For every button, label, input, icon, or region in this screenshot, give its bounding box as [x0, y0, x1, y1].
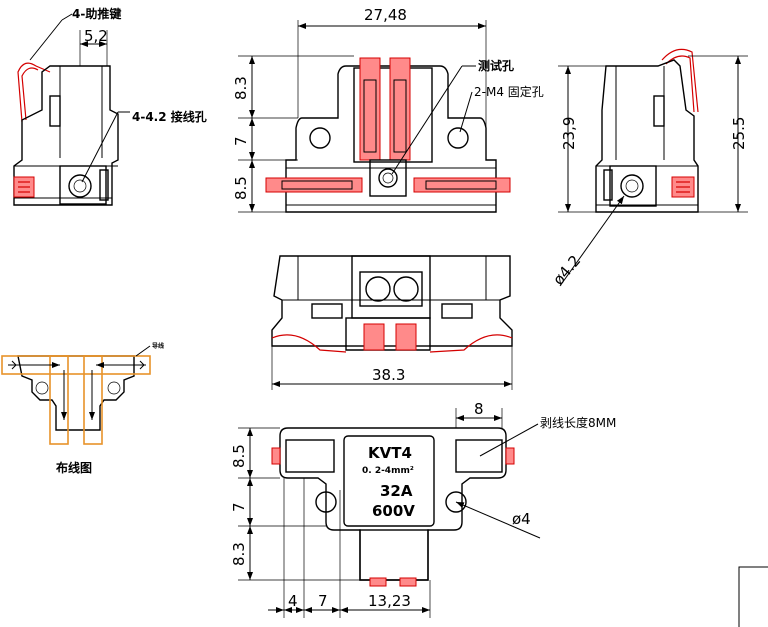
top-view: KVT4 0. 2-4mm² 32A 600V 8 剥线长度8MM 8.5 7 …	[230, 400, 616, 618]
wiring-diagram: 导线 布线图	[1, 342, 164, 475]
dim-right-25-5: 25.5	[730, 117, 748, 150]
dim-top-8-3: 8.3	[230, 542, 248, 566]
product-wire-range: 0. 2-4mm²	[362, 466, 414, 476]
dim-top-7: 7	[230, 502, 248, 512]
dim-front-7: 7	[232, 136, 250, 146]
dim-w-13-23: 13,23	[368, 592, 411, 610]
dim-diameter-4-2: ø4.2	[549, 252, 584, 289]
dim-strip-8: 8	[474, 400, 484, 418]
dim-right-23-9: 23,9	[560, 117, 578, 150]
bottom-view: 38.3	[271, 255, 513, 390]
product-model: KVT4	[368, 444, 412, 462]
product-voltage: 600V	[372, 502, 415, 520]
dim-w-4: 4	[288, 592, 298, 610]
dim-left-width: 5,2	[84, 27, 108, 45]
title-block-frame	[738, 566, 768, 627]
label-wire: 导线	[152, 342, 164, 350]
left-side-view: 5,2 4-助推键 4-4.2 接线孔	[13, 6, 207, 206]
dim-bottom-width: 38.3	[372, 366, 405, 384]
label-test-hole: 测试孔	[478, 58, 514, 73]
label-release-lever: 4-助推键	[72, 6, 121, 21]
dim-diameter-4: ø4	[512, 510, 531, 528]
label-wiring-diagram: 布线图	[56, 460, 92, 475]
dim-front-8-5: 8.5	[232, 176, 250, 200]
product-current: 32A	[380, 482, 413, 500]
dim-front-8-3: 8.3	[232, 76, 250, 100]
label-mount-hole: 2-M4 固定孔	[474, 84, 544, 99]
label-wire-hole: 4-4.2 接线孔	[132, 109, 207, 124]
dim-top-width: 27,48	[364, 6, 407, 24]
dim-top-8-5: 8.5	[230, 444, 248, 468]
right-side-view: 23,9 25.5 ø4.2	[549, 48, 748, 289]
front-view: 27,48 8.3 7 8.5 测试孔 2-M4 固定孔	[232, 6, 544, 213]
dim-w-7: 7	[318, 592, 328, 610]
label-strip-length: 剥线长度8MM	[540, 415, 616, 430]
